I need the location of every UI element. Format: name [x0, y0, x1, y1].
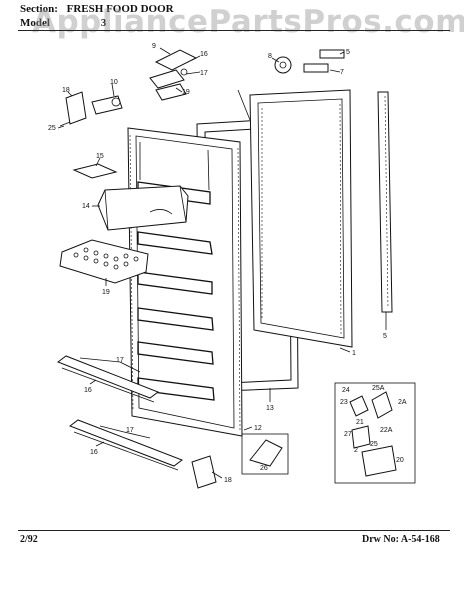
callout-7: 10 [110, 79, 118, 86]
trim-strip-drawing [377, 91, 393, 313]
callout-labels: 9 16 17 19 8 7 5 18 10 25 15 14 19 17 16… [48, 43, 407, 484]
top-rule [18, 30, 450, 31]
callout-20: 19 [182, 89, 190, 96]
model-header: Model 3 [20, 17, 106, 29]
callout-21: 20 [396, 457, 404, 464]
callout-4: 7 [340, 69, 344, 76]
callout-9: 12 [254, 425, 262, 432]
callout-14-upper: 17 [116, 357, 124, 364]
callout-26: 26 [260, 465, 268, 472]
bin-upper-drawing [56, 355, 160, 403]
bottom-hinge-drawing [191, 455, 217, 489]
section-label: Section: [20, 3, 58, 15]
callout-24: 25 [48, 125, 56, 132]
leader-lines [57, 47, 387, 479]
egg-tray-drawing [59, 239, 149, 284]
callout-2: 2 [354, 447, 358, 454]
switch-drawing [274, 49, 345, 74]
callout-25A: 25A [372, 385, 385, 392]
callout-25: 25 [370, 441, 378, 448]
callout-27: 27 [344, 431, 352, 438]
outer-door-drawing [249, 89, 353, 348]
callout-13-lower: 16 [90, 449, 98, 456]
callout-5: 8 [268, 53, 272, 60]
drawing-number: Drw No: A-54-168 [362, 534, 440, 545]
callout-3-side: 5 [383, 333, 387, 340]
dairy-door-drawing [97, 185, 189, 231]
callout-2A: 2A [398, 399, 407, 406]
callout-16: 19 [102, 289, 110, 296]
section-header: Section: FRESH FOOD DOOR [20, 3, 174, 15]
callout-1: 1 [352, 350, 356, 357]
callout-13-upper: 16 [84, 387, 92, 394]
inset-handle-box [334, 382, 416, 484]
callout-22A: 23 [340, 399, 348, 406]
shelf-clip-drawing [72, 163, 118, 179]
bin-lower-drawing [68, 419, 184, 471]
model-value: 3 [100, 17, 107, 29]
callout-19: 18 [62, 87, 70, 94]
callout-15: 18 [224, 477, 232, 484]
callout-14-lower: 17 [126, 427, 134, 434]
bottom-rule [18, 530, 450, 531]
hinge-drawing [59, 91, 123, 127]
callout-10: 13 [266, 405, 274, 412]
callout-12: 15 [96, 153, 104, 160]
callout-23: 24 [342, 387, 350, 394]
callout-18: 17 [200, 70, 208, 77]
model-label: Model [20, 17, 50, 29]
section-value: FRESH FOOD DOOR [66, 3, 174, 15]
watermark: AppliancePartsPros.com [32, 4, 464, 40]
callout-21A: 21 [356, 419, 364, 426]
inset-bracket-box [241, 433, 289, 475]
revision-date: 2/92 [20, 534, 38, 545]
callout-3-top: 5 [346, 49, 350, 56]
callout-17: 16 [200, 51, 208, 58]
callout-11: 14 [82, 203, 90, 210]
callout-6: 9 [152, 43, 156, 50]
callout-22: 22A [380, 427, 393, 434]
